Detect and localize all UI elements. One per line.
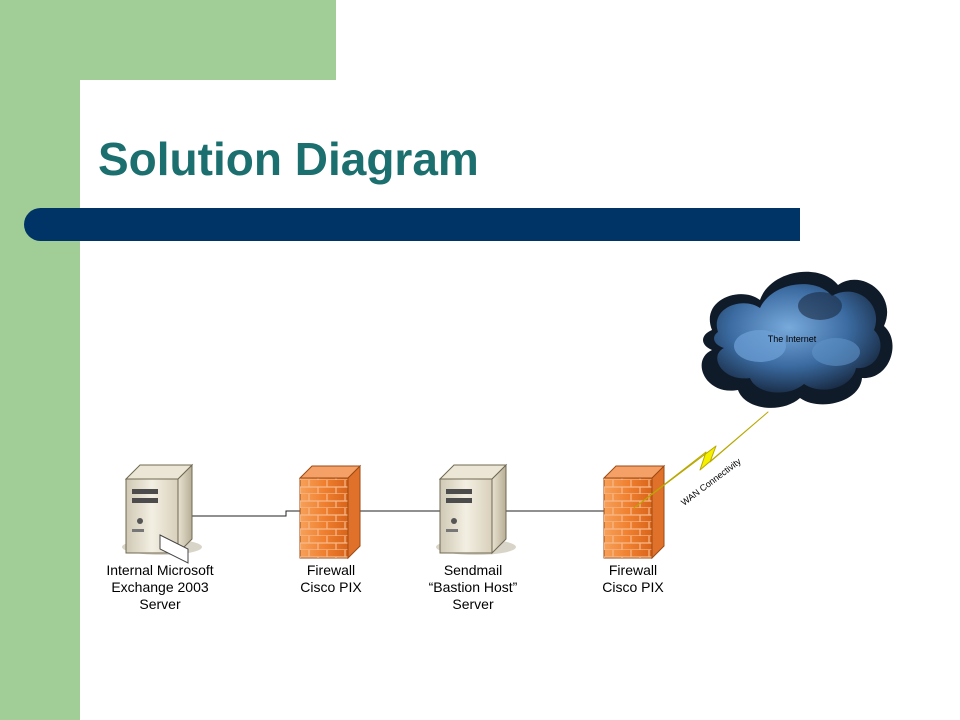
slide-title: Solution Diagram — [98, 133, 479, 185]
exchange-label-line-3: Server — [139, 596, 181, 612]
firewall-1-label-line-2: Cisco PIX — [300, 579, 362, 595]
firewall-2-icon — [602, 464, 666, 560]
sendmail-label-line-1: Sendmail — [443, 562, 503, 578]
firewall-2-label-line-2: Cisco PIX — [602, 579, 664, 595]
exchange-label-line-2: Exchange 2003 — [111, 579, 209, 595]
firewall-2-label-line-1: Firewall — [608, 562, 658, 578]
firewall-1-icon — [298, 464, 362, 560]
sendmail-label-line-2: “Bastion Host” — [428, 579, 518, 595]
sendmail-server-label: Sendmail “Bastion Host” Server — [408, 562, 538, 613]
wan-connectivity-label: WAN Connectivity — [679, 456, 743, 508]
network-link-lines — [159, 510, 610, 548]
exchange-server-icon — [122, 463, 202, 564]
title-underline-bar — [24, 208, 800, 241]
lightning-icon — [633, 411, 769, 509]
top-accent-panel — [0, 0, 336, 80]
sendmail-label-line-3: Server — [452, 596, 494, 612]
cloud-label: The Internet — [768, 334, 817, 344]
firewall-1-label: Firewall Cisco PIX — [276, 562, 386, 596]
left-accent-panel — [0, 0, 80, 720]
sendmail-server-icon — [436, 463, 516, 555]
cloud-icon — [701, 271, 893, 408]
exchange-label-line-1: Internal Microsoft — [106, 562, 214, 578]
firewall-1-label-line-1: Firewall — [306, 562, 356, 578]
exchange-server-label: Internal Microsoft Exchange 2003 Server — [90, 562, 230, 613]
firewall-2-label: Firewall Cisco PIX — [578, 562, 688, 596]
